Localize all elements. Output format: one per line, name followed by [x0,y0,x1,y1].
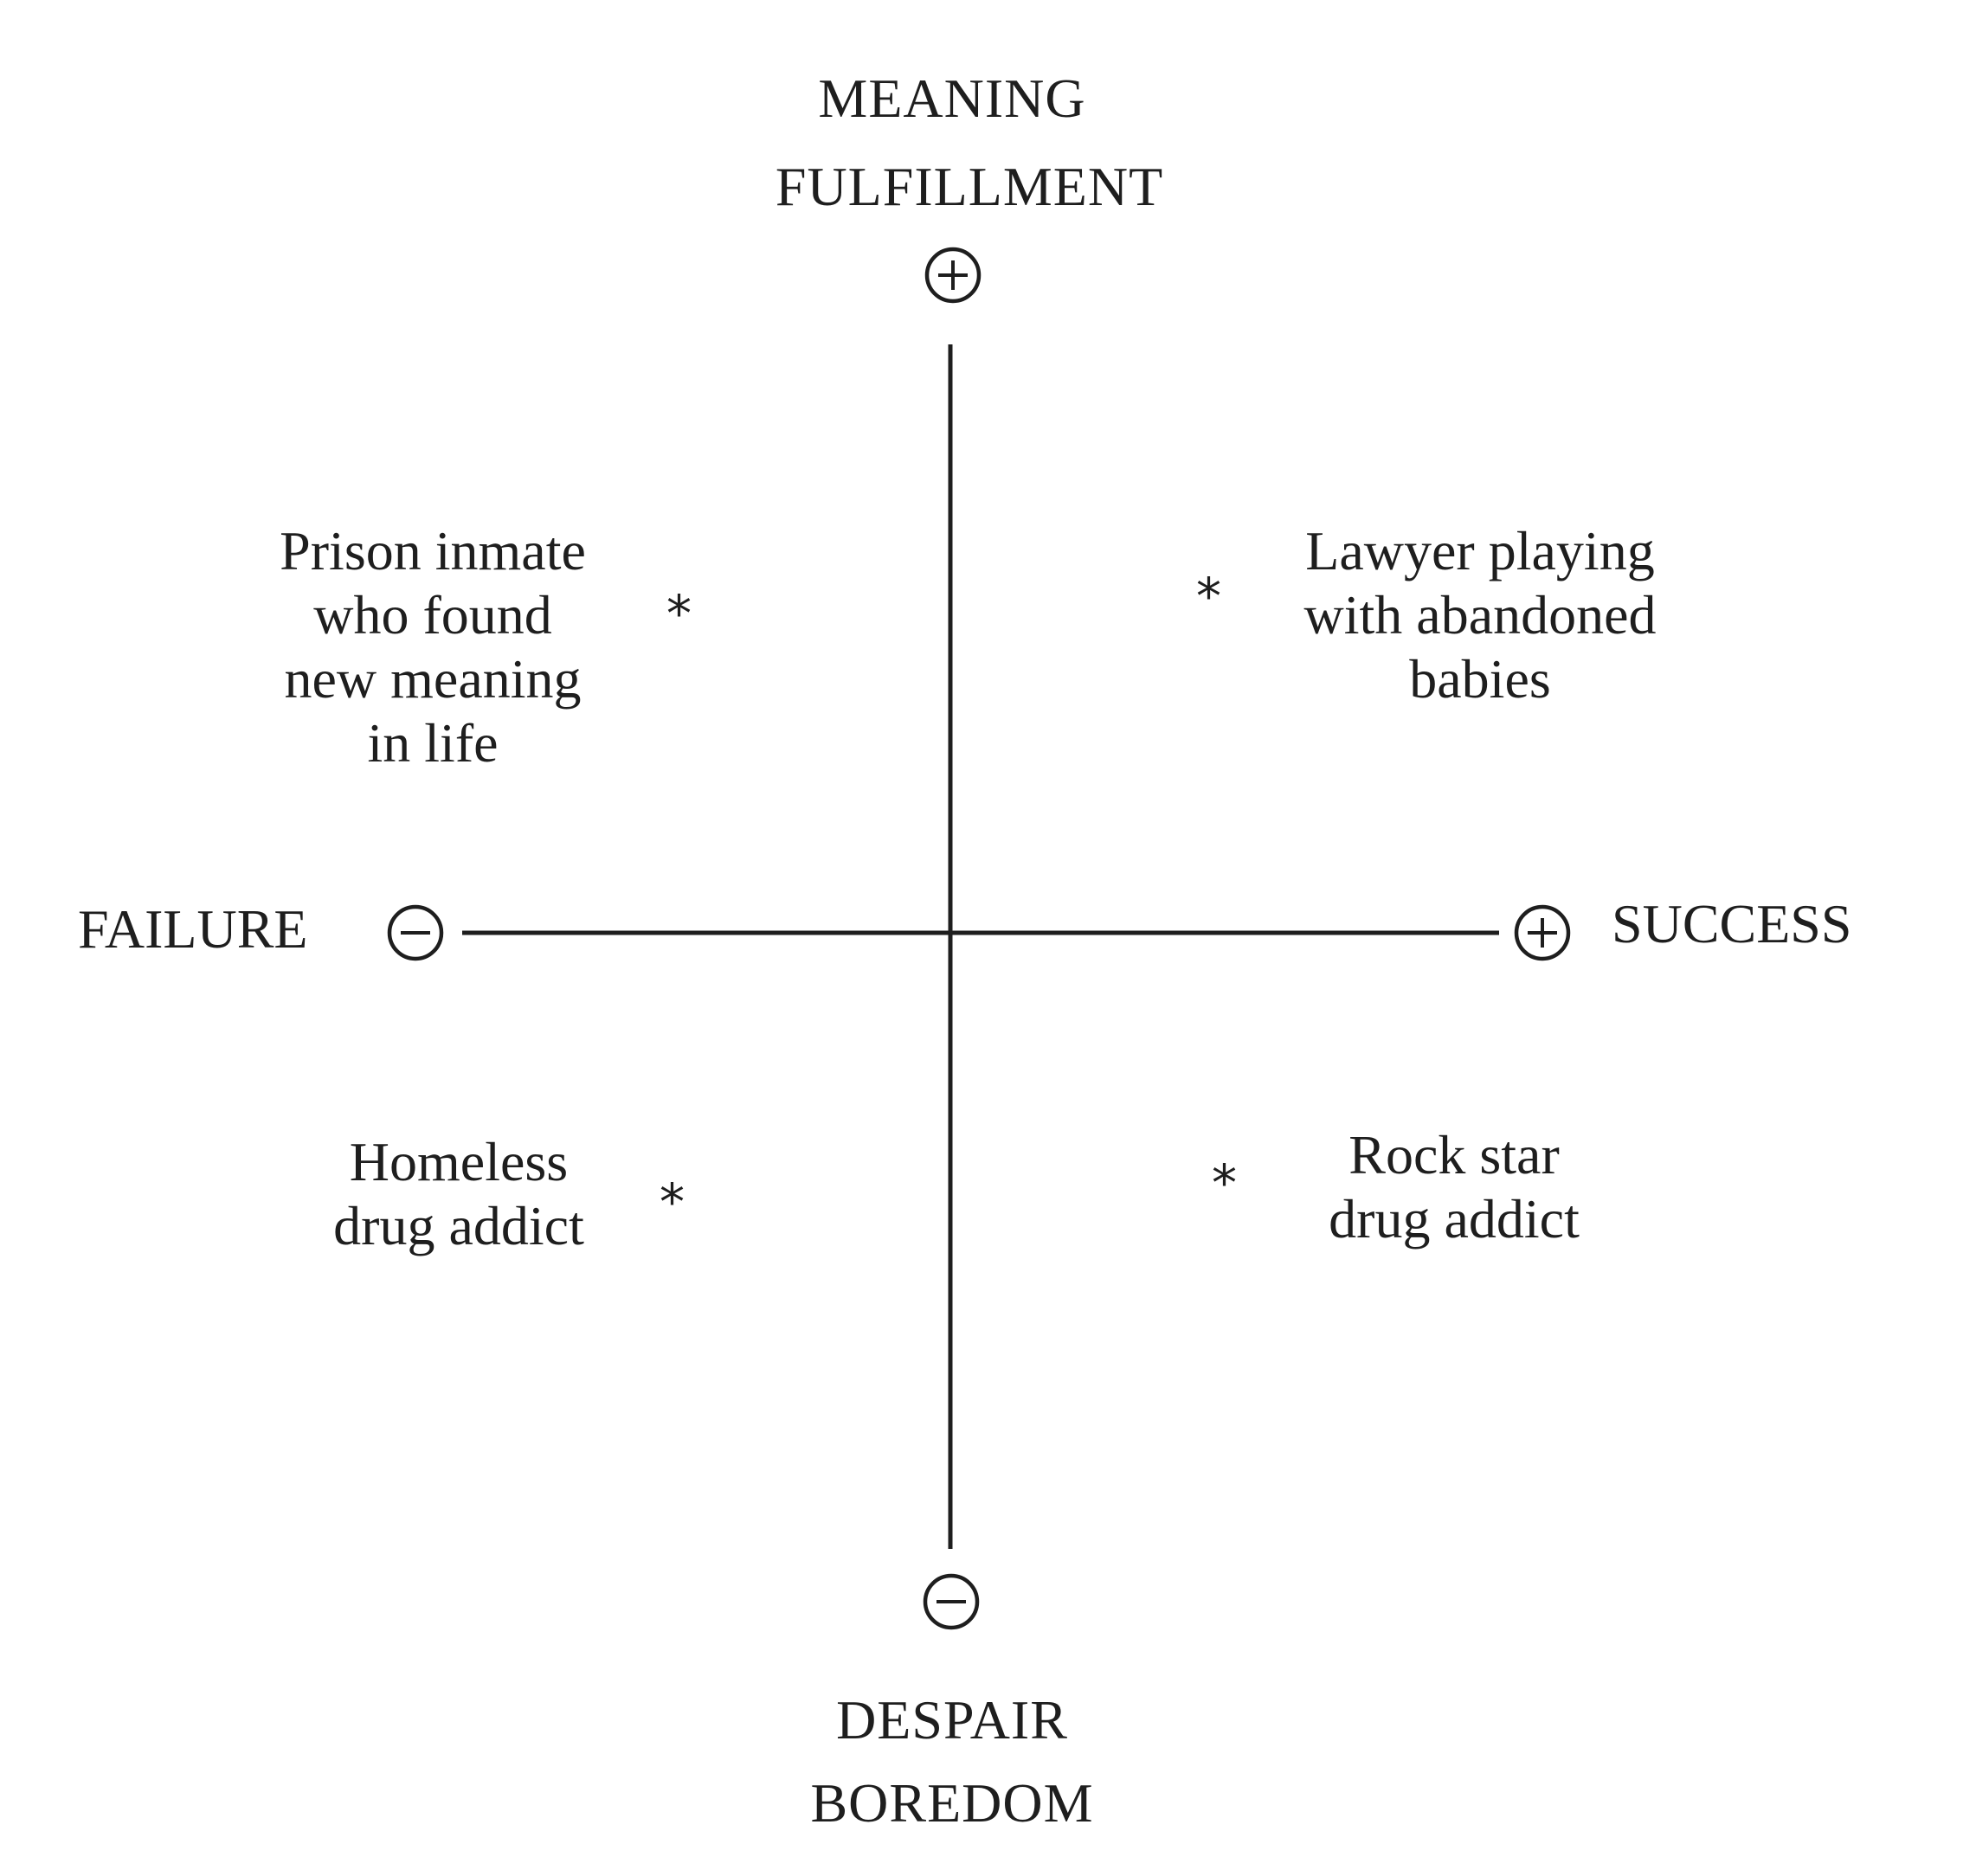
top-right-marker: * [1196,567,1221,626]
top-left-annotation: Prison inmate who found new meaning in l… [280,520,586,774]
top-axis-title-line1: MEANING [818,67,1086,129]
bottom-axis-title-line1: DESPAIR [836,1689,1068,1751]
bottom-left-annotation: Homeless drug addict [333,1131,584,1256]
top-axis-title-line2: FULFILLMENT [775,156,1164,217]
top-right-annotation: Lawyer playing with abandoned babies [1303,520,1657,710]
left-minus-icon [387,904,444,961]
top-left-marker: * [666,584,692,643]
bottom-left-marker: * [660,1172,685,1231]
bottom-minus-icon [923,1573,980,1630]
left-axis-title: FAILURE [78,898,308,960]
top-plus-icon [924,247,982,304]
right-plus-icon [1514,904,1571,961]
right-axis-title: SUCCESS [1612,893,1852,954]
bottom-right-annotation: Rock star drug addict [1329,1124,1580,1250]
bottom-axis-title-line2: BOREDOM [810,1772,1094,1834]
bottom-right-marker: * [1212,1153,1237,1212]
